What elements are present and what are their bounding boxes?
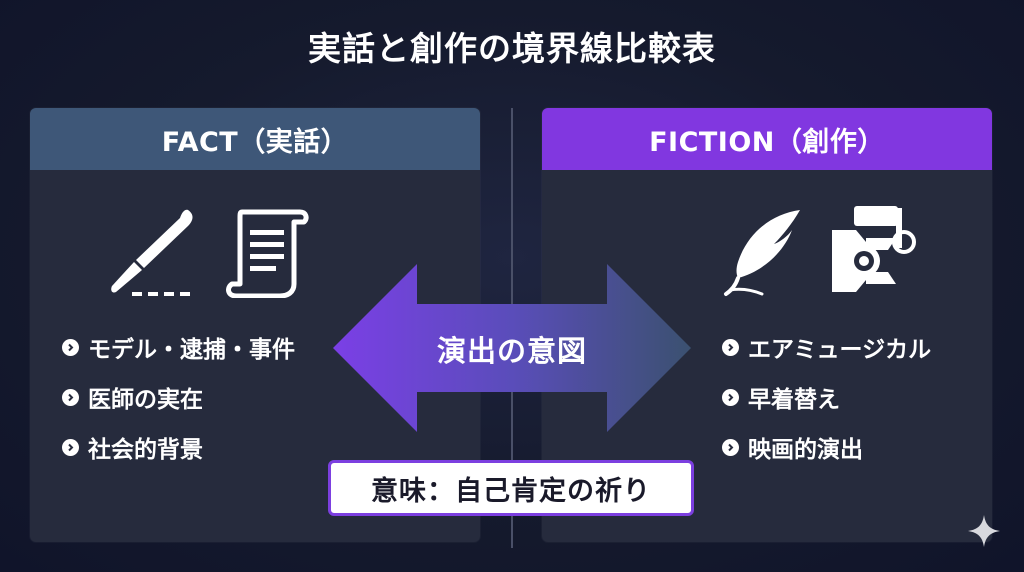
feather-quill-icon xyxy=(724,210,800,296)
chevron-right-icon xyxy=(722,338,739,356)
chevron-right-icon xyxy=(62,438,79,456)
fact-panel-header: FACT（実話） xyxy=(30,108,480,170)
fiction-panel-header: FICTION（創作） xyxy=(542,108,992,170)
arrow-label: 演出の意図 xyxy=(436,334,587,368)
stage-spotlight-icon xyxy=(832,206,916,292)
chevron-right-icon xyxy=(722,438,739,456)
fiction-list: エアミュージカル 早着替え 映画的演出 xyxy=(722,322,931,472)
list-item-label: 社会的背景 xyxy=(88,437,203,463)
double-arrow-icon xyxy=(333,264,691,432)
list-item-label: 早着替え xyxy=(748,387,840,413)
chevron-right-icon xyxy=(62,388,79,406)
list-item: エアミュージカル xyxy=(722,322,931,372)
list-item: モデル・逮捕・事件 xyxy=(62,322,295,372)
list-item-label: エアミュージカル xyxy=(748,337,932,363)
fact-list: モデル・逮捕・事件 医師の実在 社会的背景 xyxy=(62,322,295,472)
scalpel-icon xyxy=(111,209,193,296)
document-scroll-icon xyxy=(226,209,309,298)
list-item: 社会的背景 xyxy=(62,422,295,472)
list-item-label: 医師の実在 xyxy=(88,387,203,413)
page-title: 実話と創作の境界線比較表 xyxy=(308,29,716,68)
meaning-box: 意味：自己肯定の祈り xyxy=(328,460,694,516)
list-item: 医師の実在 xyxy=(62,372,295,422)
chevron-right-icon xyxy=(722,388,739,406)
chevron-right-icon xyxy=(62,338,79,356)
list-item-label: モデル・逮捕・事件 xyxy=(88,337,295,363)
sparkle-icon xyxy=(968,515,1000,547)
list-item-label: 映画的演出 xyxy=(748,437,863,463)
list-item: 早着替え xyxy=(722,372,931,422)
list-item: 映画的演出 xyxy=(722,422,931,472)
